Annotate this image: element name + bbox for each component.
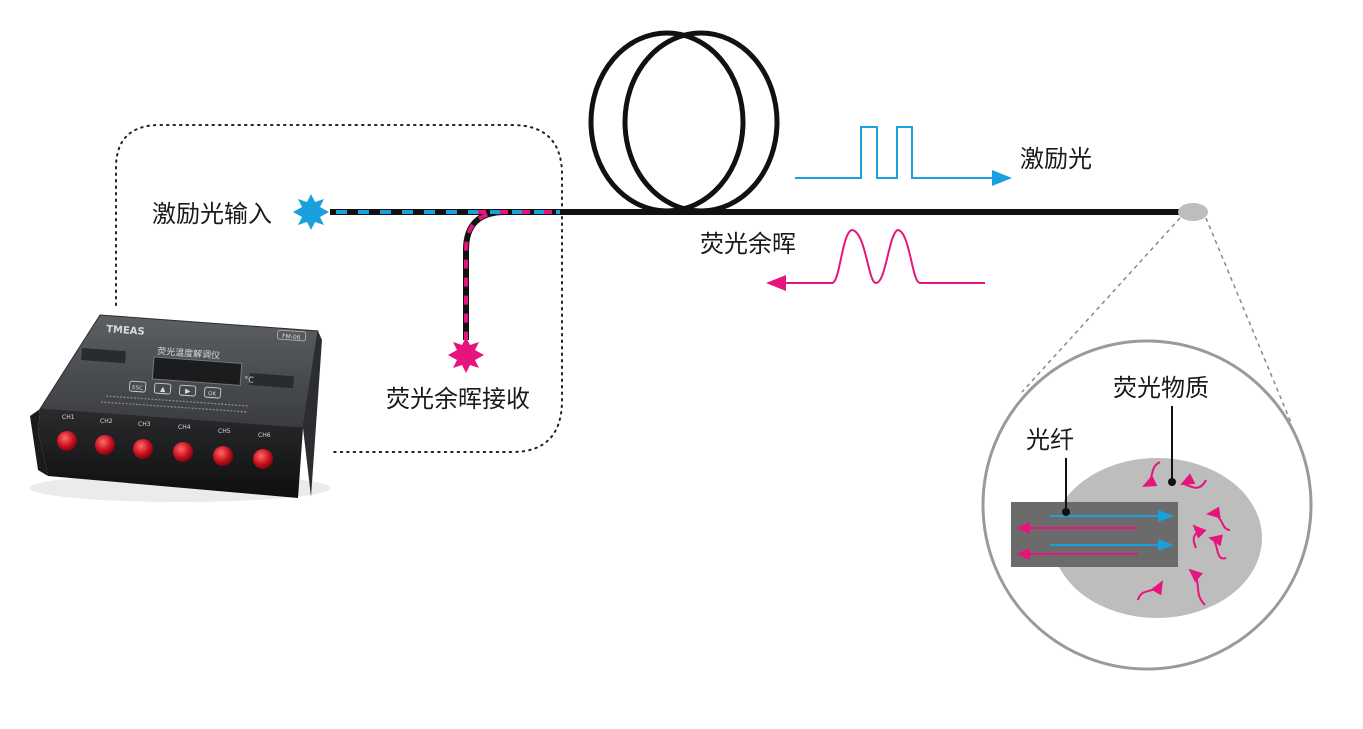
speaker-grille-left <box>81 348 126 364</box>
device-buttons: ESC ▲ ▶ OK <box>128 380 222 399</box>
channel-connector-3 <box>133 439 153 459</box>
fiber-end <box>1011 502 1178 567</box>
device-button-esc: ESC <box>132 385 143 392</box>
receiver-star-icon <box>448 337 484 373</box>
channel-labels: CH1 CH2 CH3 CH4 CH5 CH6 <box>62 414 271 439</box>
device-display <box>151 356 243 386</box>
channel-label-6: CH6 <box>258 432 271 439</box>
channel-label-2: CH2 <box>100 418 113 425</box>
channel-label-5: CH5 <box>218 428 231 435</box>
probe-tip <box>1178 203 1208 221</box>
channel-connector-5 <box>213 446 233 466</box>
channel-label-3: CH3 <box>138 421 151 428</box>
device-button-ok: OK <box>208 391 217 398</box>
fiber-leader-dot <box>1062 508 1070 516</box>
channel-label-4: CH4 <box>178 424 191 431</box>
channel-connector-1 <box>57 431 77 451</box>
device-model: FM-06 <box>282 333 301 341</box>
dotted-enclosure <box>115 124 563 453</box>
fiber-coil <box>588 30 780 214</box>
label-fluorescent-material: 荧光物质 <box>1113 374 1209 402</box>
channel-connector-6 <box>253 449 273 469</box>
channel-label-1: CH1 <box>62 414 75 421</box>
zoom-line-right <box>1205 217 1293 426</box>
label-fiber: 光纤 <box>1026 426 1074 454</box>
emission-squiggles <box>1137 461 1231 606</box>
channel-connectors <box>57 431 273 469</box>
device-fine-print <box>100 395 249 413</box>
device-brand: TMEAS <box>106 324 145 338</box>
excitation-star-icon <box>293 194 329 230</box>
zoom-line-left <box>1021 217 1181 393</box>
label-excitation-input: 激励光输入 <box>152 200 272 228</box>
device-button-right: ▶ <box>185 387 192 395</box>
zoom-detail: 光纤 荧光物质 <box>981 339 1313 671</box>
device-button-up: ▲ <box>160 385 167 393</box>
label-afterglow-receive: 荧光余晖接收 <box>386 385 530 413</box>
channel-connector-2 <box>95 435 115 455</box>
speaker-grille-right <box>249 372 294 389</box>
label-fluorescence-afterglow: 荧光余晖 <box>700 230 796 258</box>
device-front <box>38 409 303 498</box>
label-excitation-light: 激励光 <box>1020 145 1092 173</box>
branch-fiber <box>463 209 506 340</box>
material-leader-dot <box>1168 478 1176 486</box>
device-unit: °C <box>244 375 255 385</box>
excitation-pulse <box>795 126 1012 186</box>
device-side <box>303 331 322 497</box>
demodulator-device: TMEAS FM-06 荧光温度解调仪 °C ESC ▲ ▶ OK <box>30 314 330 502</box>
channel-connector-4 <box>173 442 193 462</box>
afterglow-pulse <box>766 228 985 291</box>
